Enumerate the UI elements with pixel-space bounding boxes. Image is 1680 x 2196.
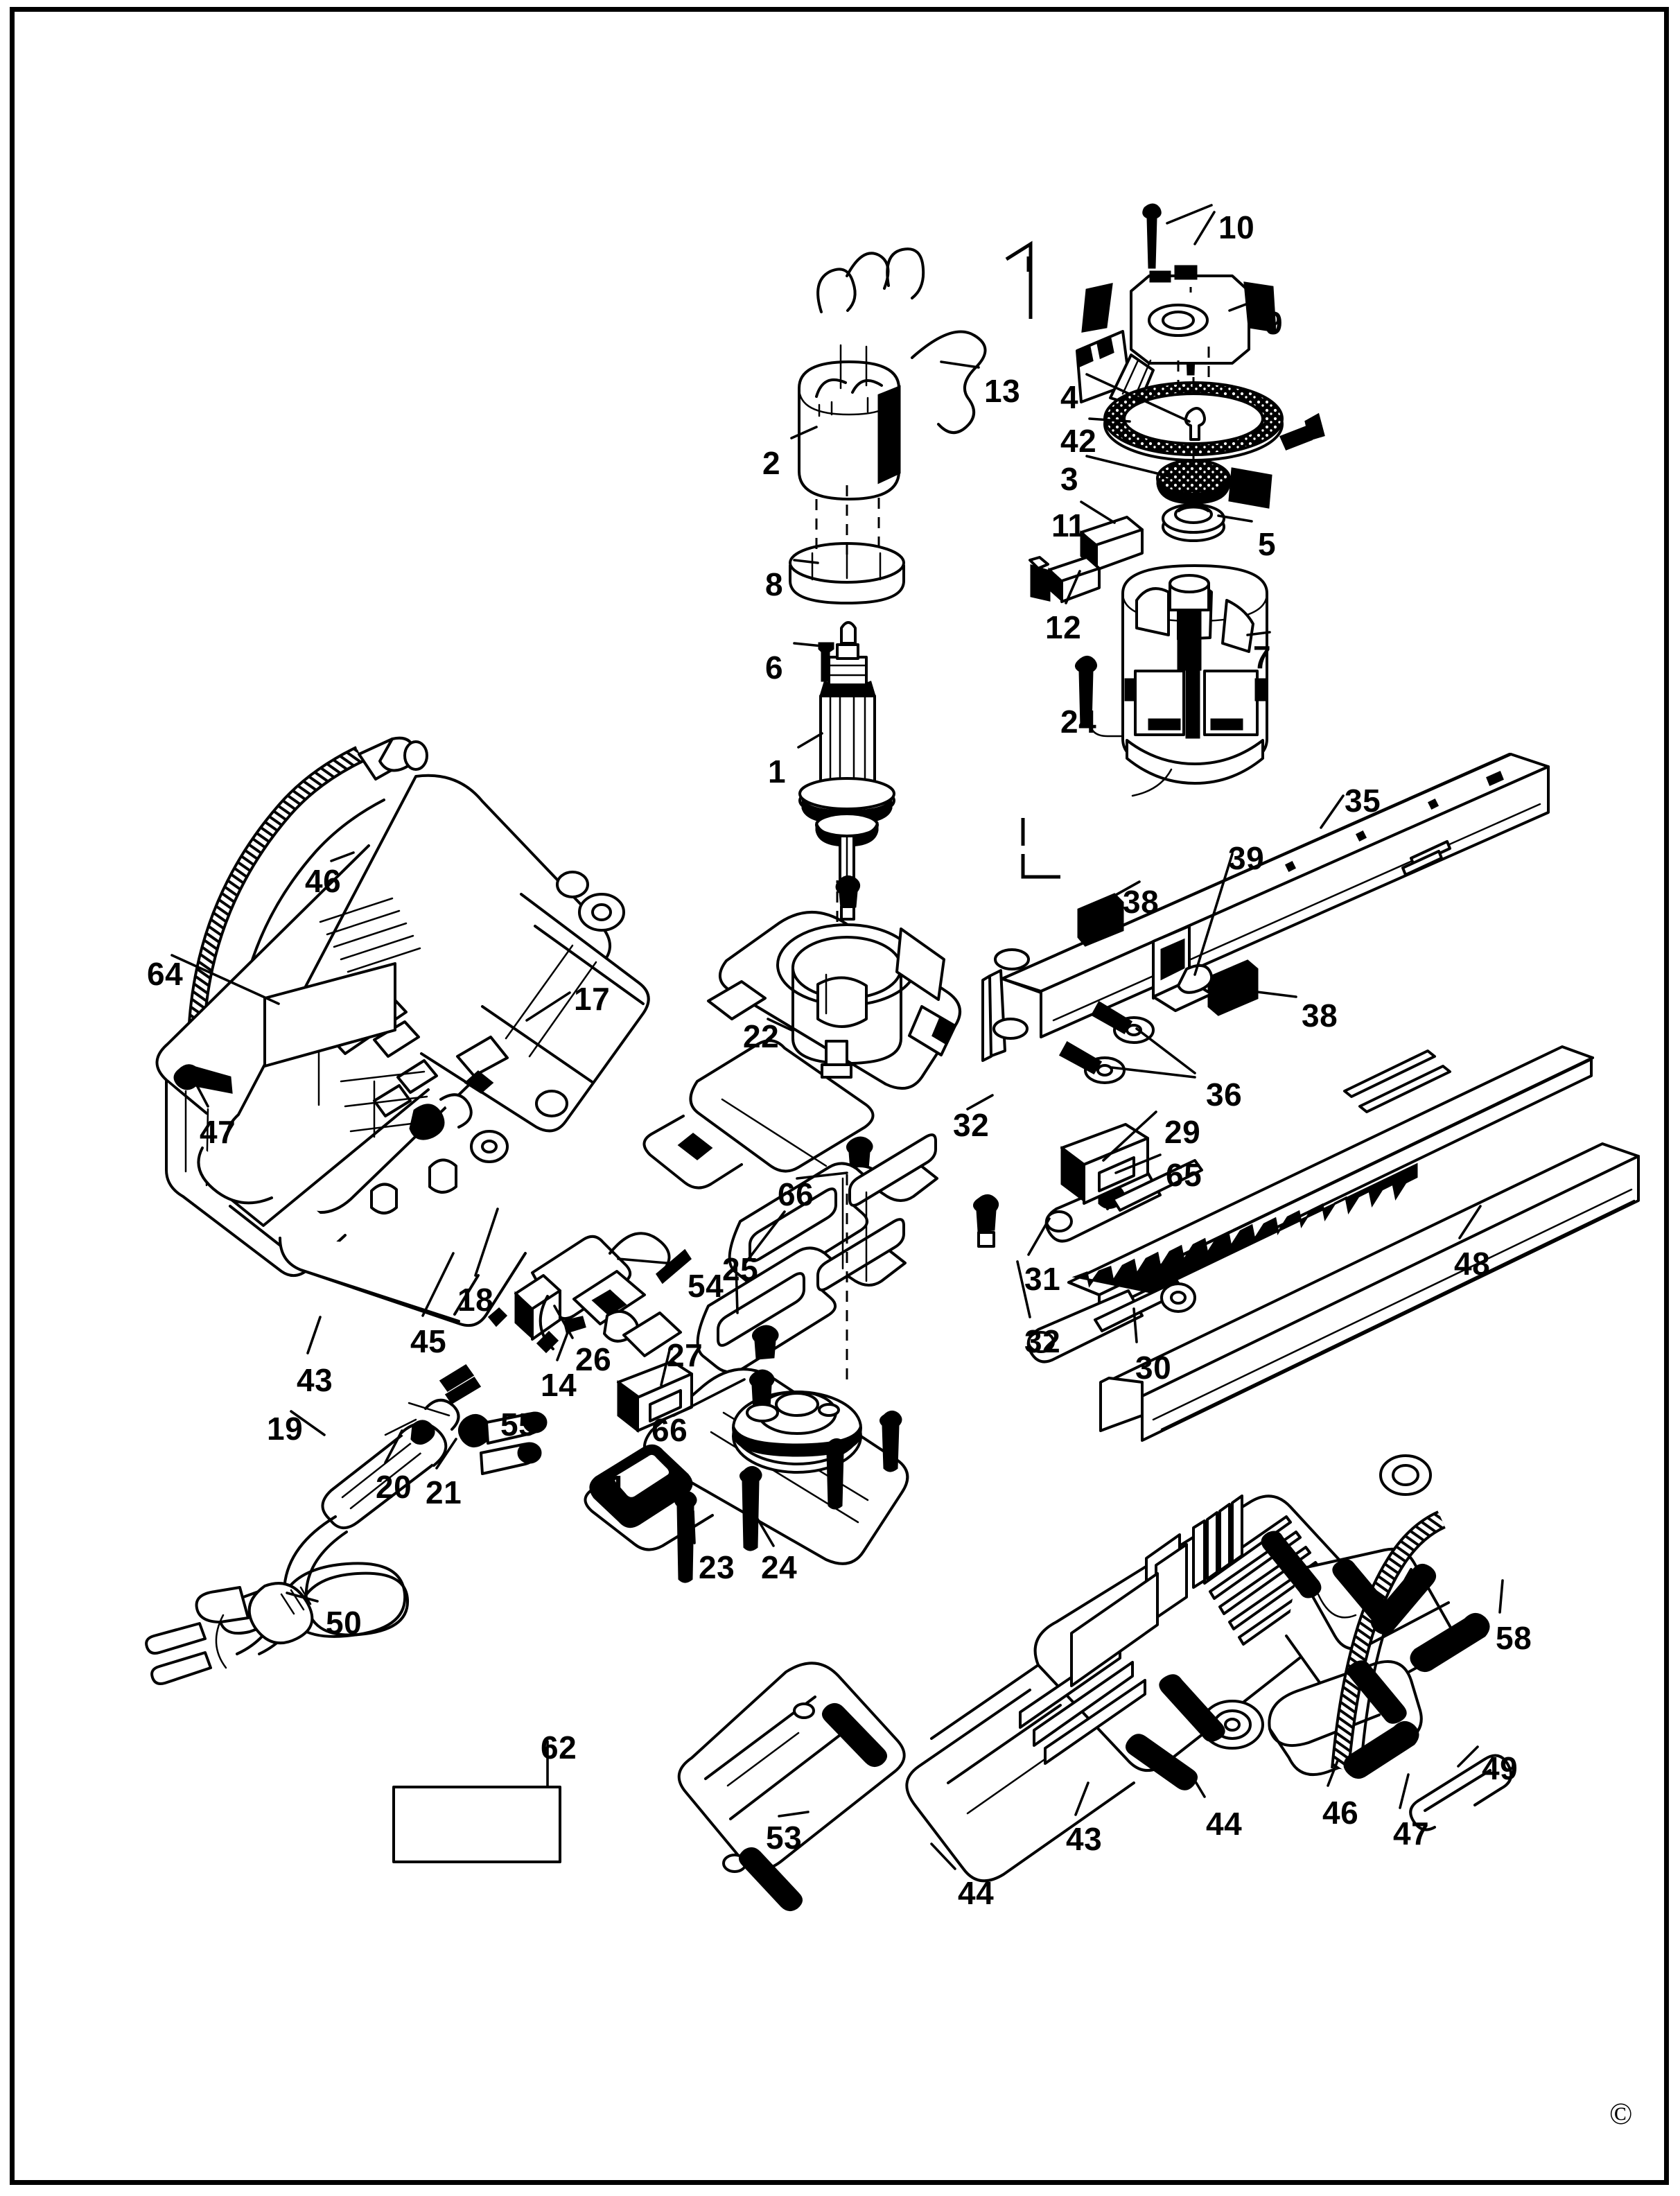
callout-field-lead-wire: 13	[984, 373, 1021, 409]
callout-brush-holder-assembly: 9	[1265, 305, 1284, 341]
callout-bar-stop-block: 38	[1302, 997, 1338, 1034]
callout-bar-retainer-pad: 65	[1166, 1157, 1202, 1193]
link-plate-subassembly	[487, 1133, 938, 1583]
callout-terminal-block: 20	[376, 1469, 412, 1505]
callout-screw-short: 6	[765, 650, 784, 686]
callout-soft-grip-handle: 46	[305, 863, 342, 899]
callout-gear-case: 22	[743, 1018, 780, 1054]
callout-carbon-brush: 11	[1051, 507, 1086, 543]
callout-bar-retainer-block: 29	[1164, 1114, 1201, 1150]
callout-field-stator: 2	[762, 445, 781, 481]
callout-brush-terminal: 12	[1045, 609, 1082, 645]
callout-left-housing: 17	[574, 981, 611, 1017]
callout-screw-pin: 24	[1060, 704, 1097, 740]
callout-bushing: 66	[651, 1412, 688, 1448]
callout-bushing-grommet: 27	[667, 1337, 703, 1373]
guide-bar-subassembly	[973, 753, 1640, 1442]
leader-lines	[170, 204, 1504, 1870]
gear-case-subassembly	[642, 875, 962, 1190]
callout-rivet-pin: 36	[1206, 1077, 1243, 1113]
warning-label-plate	[392, 1786, 561, 1863]
callout-bushing: 66	[778, 1176, 814, 1212]
callout-rating-label: 64	[147, 956, 184, 992]
callout-cord-strain-relief: 19	[267, 1411, 304, 1447]
callout-fan: 42	[1060, 423, 1097, 459]
callout-trigger-lever: 18	[457, 1282, 494, 1318]
callout-self-tap-screw: 44	[958, 1875, 995, 1911]
callout-armature-rotor: 1	[768, 753, 787, 790]
callout-allen-key: 49	[1482, 1750, 1519, 1786]
callout-screw-long: 23	[699, 1549, 735, 1585]
callout-fan-ring: 4	[1060, 379, 1079, 415]
callout-blade-pivot-link: 30	[1135, 1350, 1172, 1386]
callout-handle-screw: 58	[1496, 1620, 1532, 1656]
callout-shoulder-bolt: 32	[953, 1107, 990, 1143]
left-housing-assembly	[155, 736, 650, 1327]
callout-bearing: 5	[1258, 526, 1277, 562]
callout-brush-screw: 10	[1218, 209, 1255, 245]
callout-fan-baffle: 3	[1060, 461, 1079, 497]
power-cord-subassembly	[145, 1363, 548, 1685]
callout-baffle-ring: 8	[765, 566, 784, 602]
callout-foam-seal-gasket: 41	[590, 1469, 627, 1505]
callout-handle-bolt: 47	[200, 1114, 236, 1150]
callout-screw-pin: 24	[761, 1549, 798, 1585]
callout-spacer: 55	[500, 1406, 537, 1443]
callout-power-cord-with-plug: 50	[326, 1605, 362, 1641]
right-housing-assembly	[677, 1454, 1513, 1911]
callout-shoulder-bolt: 32	[1024, 1323, 1061, 1359]
callout-upper-guide-bar: 35	[1345, 783, 1381, 819]
callout-front-guard: 53	[766, 1820, 803, 1856]
callout-housing-half: 43	[1066, 1821, 1103, 1857]
callout-bar-tension-bracket: 39	[1228, 840, 1265, 876]
callout-handle-bolt: 47	[1393, 1815, 1430, 1851]
callout-housing-half: 43	[297, 1362, 333, 1398]
brush-end-cap-subassembly	[1029, 203, 1325, 797]
callout-trigger-spring: 45	[410, 1323, 447, 1359]
callout-link-arm-plate: 25	[722, 1251, 759, 1287]
callout-motor-end-cap: 7	[1253, 639, 1272, 675]
callout-self-tap-screw: 44	[1206, 1806, 1243, 1842]
callout-warning-label-plate: 62	[541, 1729, 577, 1766]
callout-bar-stop-block: 38	[1123, 884, 1160, 920]
callout-switch-actuator-rod: 14	[541, 1367, 577, 1403]
callout-lower-guide-bar: 48	[1454, 1246, 1491, 1282]
registration-marks	[1005, 241, 1060, 879]
motor-subassembly	[789, 247, 987, 915]
callout-blade-link-pin: 31	[1024, 1261, 1061, 1297]
callout-soft-grip-handle: 46	[1322, 1795, 1359, 1831]
callout-cord-clamp-screw: 21	[426, 1474, 462, 1510]
callout-switch-housing-half: 26	[575, 1341, 612, 1377]
callout-switch-trigger-assembly: 54	[688, 1268, 724, 1304]
copyright-icon: ©	[1609, 2097, 1633, 2131]
